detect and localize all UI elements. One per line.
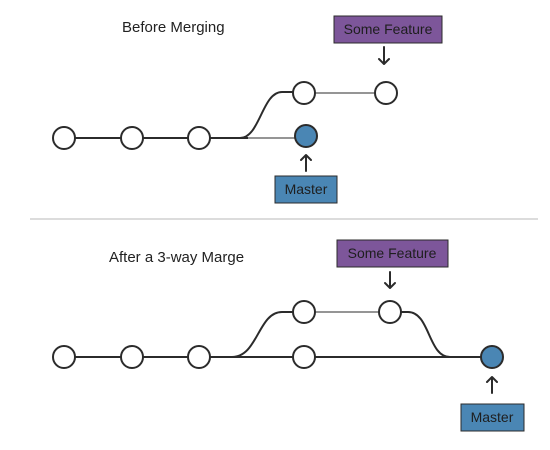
- after-master-label-box: [460, 403, 525, 432]
- after-feature-tip-node: [378, 300, 402, 324]
- before-master-label-box: [274, 175, 338, 204]
- before-feature-commit-node: [292, 81, 316, 105]
- after-merge-curve: [390, 311, 451, 358]
- before-commit-node: [120, 126, 144, 150]
- before-feature-label-box: [333, 15, 443, 44]
- before-master-label: Master: [274, 175, 338, 204]
- after-merge-section: After a 3-way Marge Some Feature Master: [52, 239, 525, 432]
- after-master-label-text: Master: [471, 409, 514, 425]
- before-commit-node: [187, 126, 211, 150]
- after-commit-node: [120, 345, 144, 369]
- before-master-tip-node: [294, 124, 318, 148]
- after-feature-label-box: [336, 239, 449, 268]
- down-arrow-icon: [384, 271, 396, 289]
- before-feature-label-text: Some Feature: [344, 21, 433, 37]
- after-feature-label-text: Some Feature: [348, 245, 437, 261]
- after-master-commit-node: [292, 345, 316, 369]
- after-commit-node: [187, 345, 211, 369]
- before-feature-label: Some Feature: [333, 15, 443, 44]
- before-commit-node: [52, 126, 76, 150]
- after-feature-label: Some Feature: [336, 239, 449, 268]
- after-commit-node: [52, 345, 76, 369]
- before-feature-branch-curve: [239, 91, 304, 139]
- before-merging-section: Before Merging Some Feature Master: [52, 15, 443, 204]
- down-arrow-icon: [378, 46, 390, 65]
- up-arrow-icon: [300, 154, 312, 172]
- after-feature-commit-node: [292, 300, 316, 324]
- after-title: After a 3-way Marge: [109, 249, 244, 266]
- before-title: Before Merging: [122, 19, 225, 36]
- after-master-label: Master: [460, 403, 525, 432]
- up-arrow-icon: [486, 376, 498, 394]
- after-feature-branch-curve: [231, 311, 304, 358]
- after-merge-commit-node: [480, 345, 504, 369]
- before-master-label-text: Master: [285, 181, 328, 197]
- before-feature-tip-node: [374, 81, 398, 105]
